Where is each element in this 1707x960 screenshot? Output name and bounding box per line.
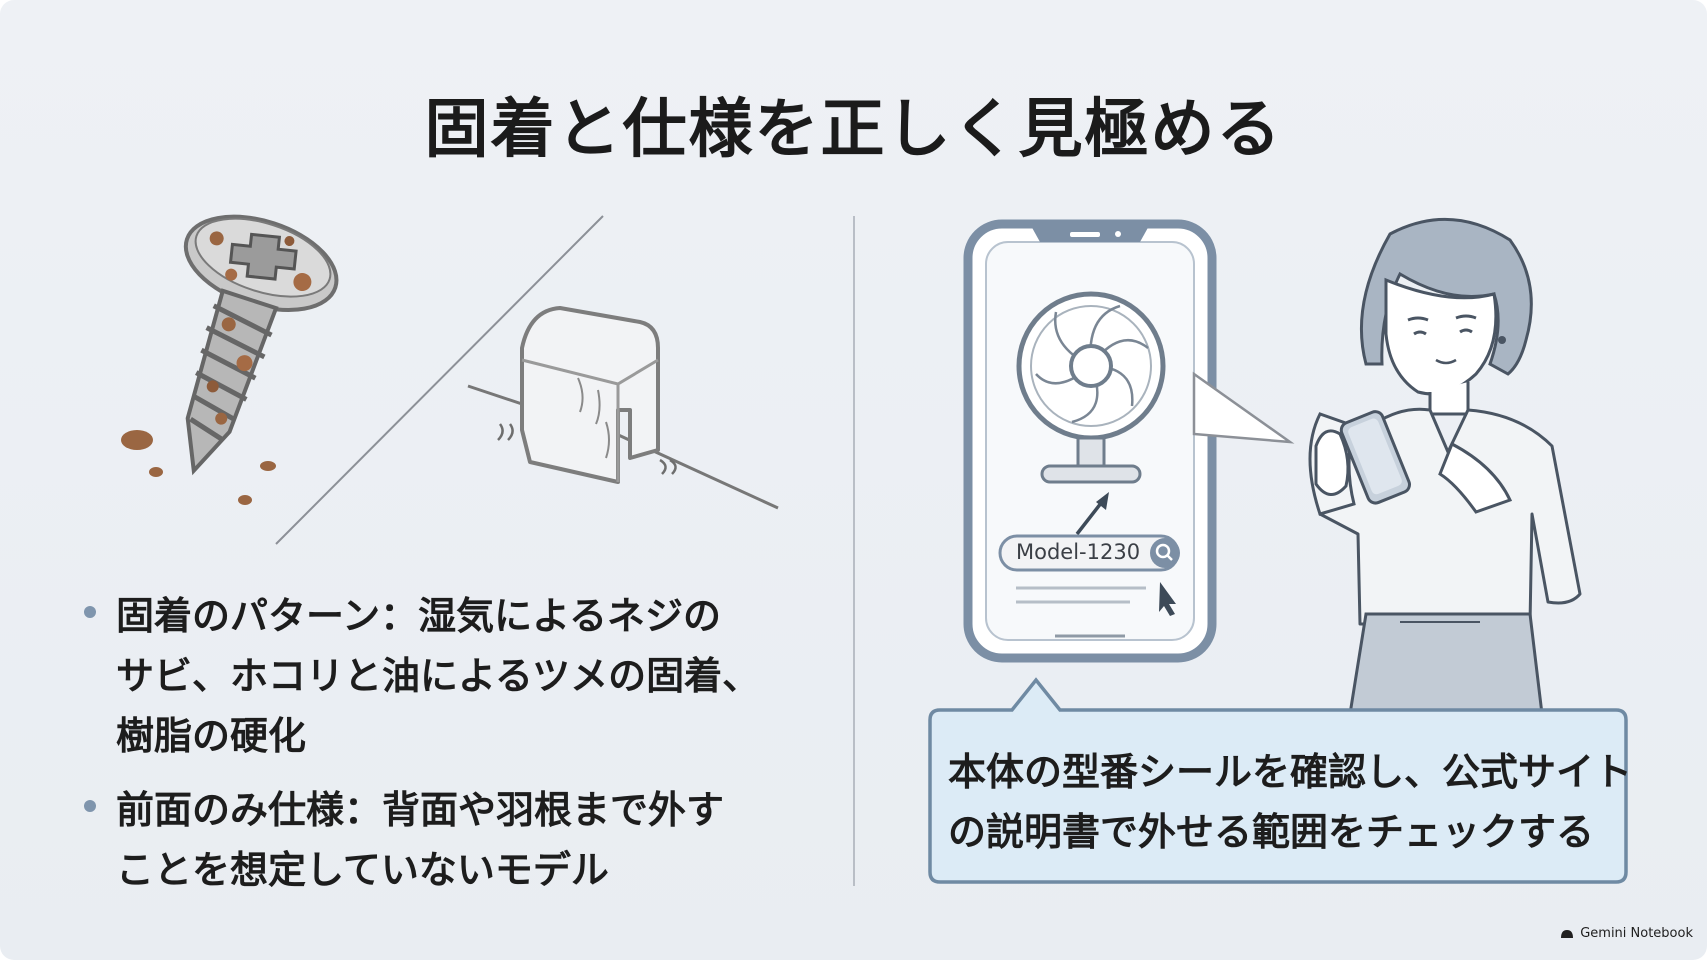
model-search-text: Model-1230 — [1016, 540, 1141, 564]
bullet-dot — [84, 800, 96, 812]
callout-box — [928, 677, 1628, 884]
speech-pointer — [1192, 371, 1295, 444]
bullet-text: 固着のパターン：湿気によるネジの サビ、ホコリと油によるツメの固着、 樹脂の硬化 — [116, 594, 761, 758]
gemini-logo-icon — [1561, 930, 1574, 938]
credit-text: Gemini Notebook — [1580, 926, 1693, 941]
bullet-text: 前面のみ仕様：背面や羽根まで外す ことを想定していないモデル — [116, 788, 725, 892]
stuck-latch-illustration — [467, 306, 779, 510]
phone-illustration — [963, 219, 1217, 663]
bullet-dot — [84, 606, 96, 618]
credit: Gemini Notebook — [1560, 926, 1693, 941]
column-divider — [853, 216, 855, 886]
bullet-item: 固着のパターン：湿気によるネジの サビ、ホコリと油によるツメの固着、 樹脂の硬化 — [84, 586, 804, 766]
diagonal-line — [275, 215, 604, 545]
callout-text: 本体の型番シールを確認し、公式サイト の説明書で外せる範囲をチェックする — [948, 750, 1633, 854]
rusty-screw-illustration — [121, 214, 339, 505]
slide-title: 固着と仕様を正しく見極める — [424, 93, 1283, 167]
bullet-list: 固着のパターン：湿気によるネジの サビ、ホコリと油によるツメの固着、 樹脂の硬化… — [84, 586, 804, 914]
bullet-item: 前面のみ仕様：背面や羽根まで外す ことを想定していないモデル — [84, 780, 804, 900]
woman-illustration — [1308, 217, 1582, 714]
